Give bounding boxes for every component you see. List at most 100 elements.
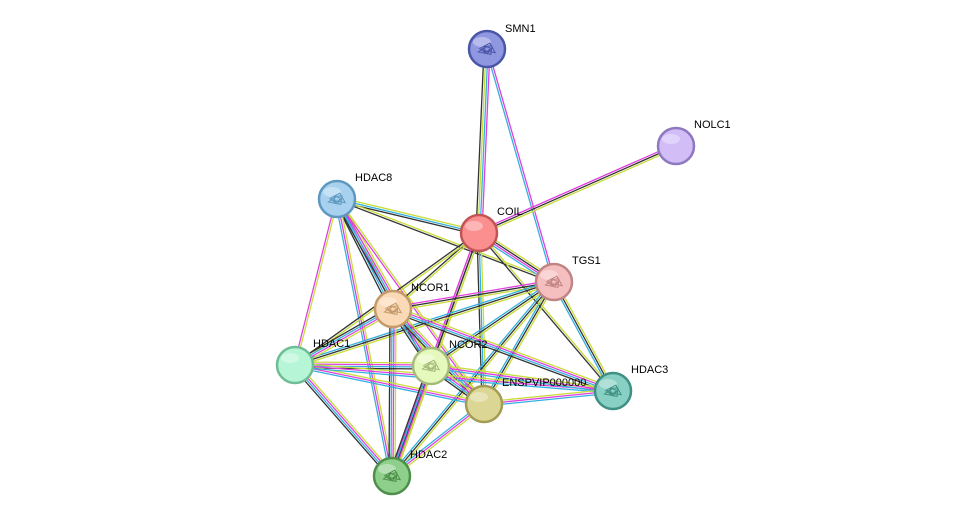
node-highlight bbox=[599, 379, 617, 389]
structure-trace bbox=[382, 469, 402, 482]
edge-nolc1-coil bbox=[477, 143, 678, 236]
protein-structure-icon bbox=[383, 302, 403, 315]
edge-strand bbox=[390, 401, 484, 475]
node-label-ncor1: NCOR1 bbox=[411, 282, 450, 294]
edge-strand bbox=[333, 200, 391, 311]
node-highlight bbox=[379, 297, 397, 307]
node-enspvip000000[interactable] bbox=[464, 384, 504, 424]
node-circle[interactable] bbox=[275, 345, 315, 385]
edge-strand bbox=[296, 362, 395, 475]
protein-structure-icon bbox=[477, 42, 497, 55]
node-circle[interactable] bbox=[411, 346, 451, 386]
edge-strand bbox=[485, 282, 557, 406]
node-highlight bbox=[473, 37, 491, 47]
edge-strand bbox=[338, 198, 395, 476]
node-highlight bbox=[323, 187, 341, 197]
node-hdac2[interactable] bbox=[372, 456, 412, 496]
node-circle[interactable] bbox=[467, 29, 507, 69]
node-label-coil: COIL bbox=[497, 206, 523, 218]
node-ncor2[interactable] bbox=[411, 346, 451, 386]
node-label-hdac3: HDAC3 bbox=[631, 364, 668, 376]
edge-strand bbox=[336, 199, 554, 284]
edge-ncor1-hdac3 bbox=[391, 305, 615, 395]
node-hdac1[interactable] bbox=[275, 345, 315, 385]
node-hdac3[interactable] bbox=[593, 371, 633, 411]
structure-trace bbox=[544, 275, 564, 288]
node-circle[interactable] bbox=[534, 262, 574, 302]
node-circle[interactable] bbox=[372, 456, 412, 496]
node-label-ncor2: NCOR2 bbox=[449, 339, 488, 351]
edge-strand bbox=[430, 365, 614, 392]
node-highlight bbox=[378, 464, 396, 474]
protein-structure-icon bbox=[382, 469, 402, 482]
edge-smn1-tgs1 bbox=[485, 48, 556, 283]
edge-strand bbox=[295, 283, 555, 368]
structure-trace bbox=[327, 192, 347, 205]
node-highlight bbox=[470, 392, 488, 402]
edge-strand bbox=[431, 283, 556, 369]
edge-strand bbox=[293, 365, 392, 478]
edge-strand bbox=[390, 308, 393, 476]
edge-ncor2-hdac2 bbox=[388, 364, 435, 478]
node-label-hdac2: HDAC2 bbox=[410, 449, 447, 461]
edge-strand bbox=[551, 282, 612, 393]
node-label-hdac1: HDAC1 bbox=[313, 338, 350, 350]
protein-structure-icon bbox=[327, 192, 347, 205]
edge-strand bbox=[392, 405, 486, 479]
node-label-nolc1: NOLC1 bbox=[694, 119, 731, 131]
edge-strand bbox=[292, 366, 391, 479]
structure-trace bbox=[383, 302, 403, 315]
node-smn1[interactable] bbox=[467, 29, 507, 69]
edge-strand bbox=[337, 196, 480, 232]
edge-strand bbox=[484, 392, 614, 407]
node-nolc1[interactable] bbox=[656, 126, 696, 166]
node-label-smn1: SMN1 bbox=[505, 23, 536, 35]
edge-strand bbox=[390, 365, 431, 476]
edge-strand bbox=[295, 361, 432, 364]
edge-strand bbox=[393, 305, 615, 389]
edge-strand bbox=[295, 363, 394, 476]
node-hdac8[interactable] bbox=[317, 179, 357, 219]
edge-hdac1-hdac2 bbox=[292, 362, 395, 479]
edge-hdac8-hdac1 bbox=[293, 198, 339, 366]
edge-strand bbox=[388, 364, 429, 476]
node-highlight bbox=[465, 221, 483, 231]
edge-strand bbox=[477, 233, 613, 393]
edge-strand bbox=[294, 364, 485, 405]
edge-smn1-coil bbox=[475, 48, 491, 234]
node-circle[interactable] bbox=[593, 371, 633, 411]
node-ncor1[interactable] bbox=[373, 289, 413, 329]
nodes-layer bbox=[275, 29, 696, 496]
edge-strand bbox=[294, 366, 613, 394]
node-label-tgs1: TGS1 bbox=[572, 255, 601, 267]
node-circle[interactable] bbox=[317, 179, 357, 219]
edge-strand bbox=[337, 197, 555, 282]
edge-strand bbox=[431, 363, 614, 390]
edge-strand bbox=[388, 308, 391, 476]
edge-strand bbox=[483, 390, 614, 405]
edge-strand bbox=[479, 147, 678, 236]
node-highlight bbox=[417, 354, 435, 364]
edge-strand bbox=[293, 198, 337, 365]
edge-strand bbox=[487, 48, 556, 282]
node-circle[interactable] bbox=[464, 384, 504, 424]
protein-structure-icon bbox=[421, 359, 441, 372]
node-coil[interactable] bbox=[459, 213, 499, 253]
edge-hdac8-hdac2 bbox=[334, 198, 395, 477]
node-circle[interactable] bbox=[459, 213, 499, 253]
edge-strand bbox=[336, 198, 480, 234]
edge-strand bbox=[392, 279, 554, 308]
edge-enspvip000000-hdac3 bbox=[483, 388, 614, 407]
node-circle[interactable] bbox=[656, 126, 696, 166]
edge-strand bbox=[391, 311, 613, 395]
node-highlight bbox=[540, 270, 558, 280]
node-tgs1[interactable] bbox=[534, 262, 574, 302]
edge-strand bbox=[485, 49, 554, 283]
structure-trace bbox=[603, 384, 623, 397]
node-circle[interactable] bbox=[373, 289, 413, 329]
node-highlight bbox=[662, 134, 680, 144]
edge-strand bbox=[478, 145, 677, 234]
edge-coil-hdac3 bbox=[477, 231, 615, 393]
